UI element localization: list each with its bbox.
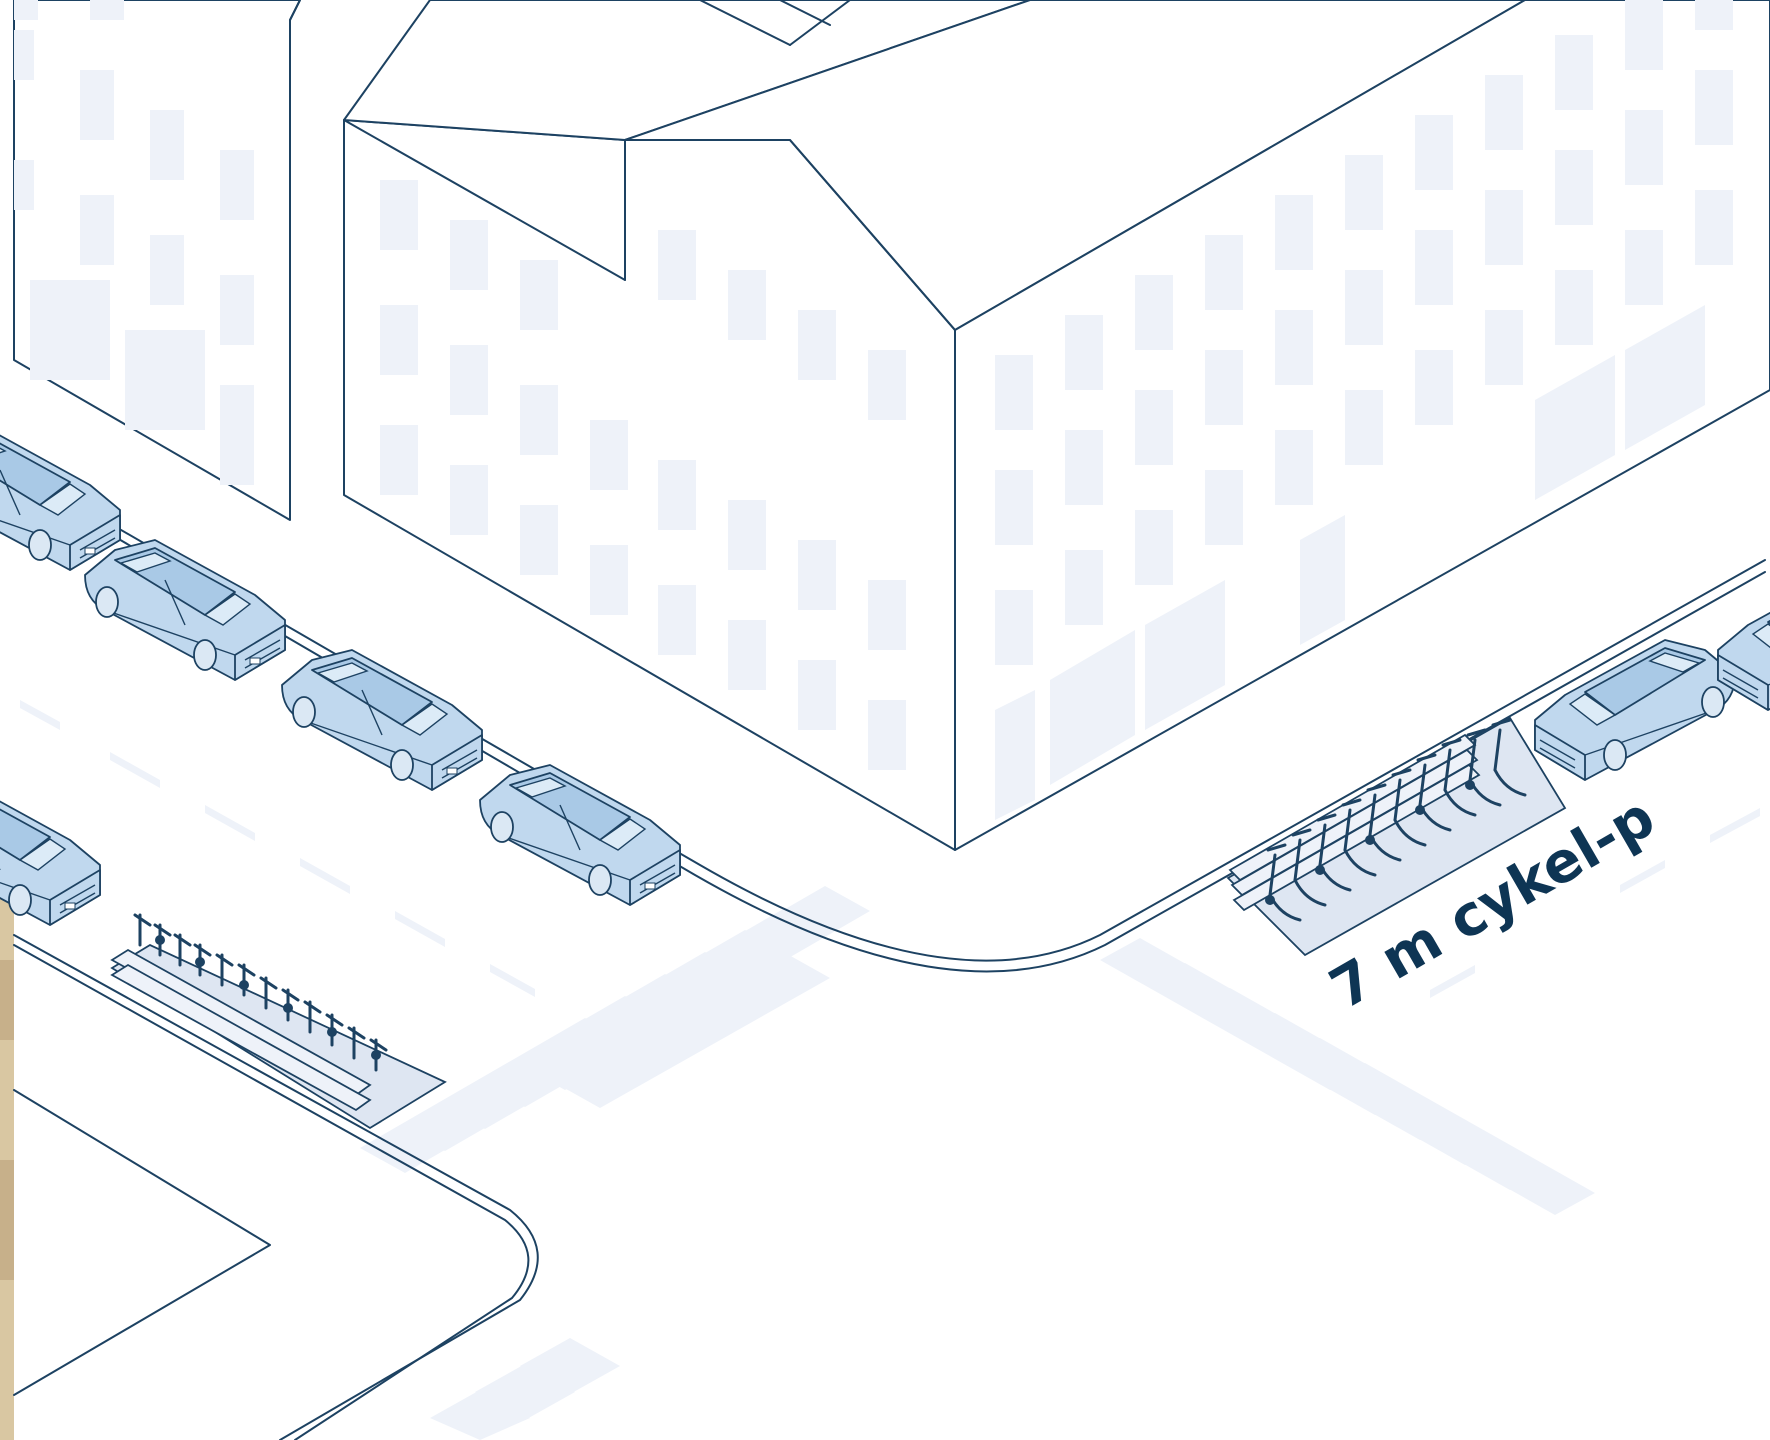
left-photo-strip [0,820,14,1440]
bike-rack-left [110,913,447,1130]
building-left [13,0,301,521]
bike-rack-right [1226,716,1567,957]
crosswalk-left [360,886,870,1173]
curbs [13,467,1766,1440]
front-windows [380,180,906,770]
car-icon [0,784,101,926]
car-icon [479,764,681,906]
side-windows [995,0,1733,820]
building-main[interactable] [343,0,1770,851]
crosswalk-bottom [430,1338,620,1440]
car-icon [281,649,483,791]
car-icon [1534,639,1736,781]
crosswalk-right [1100,938,1595,1215]
lane-markings [20,700,1760,998]
car-icon [84,539,286,681]
car-icon [0,429,121,571]
